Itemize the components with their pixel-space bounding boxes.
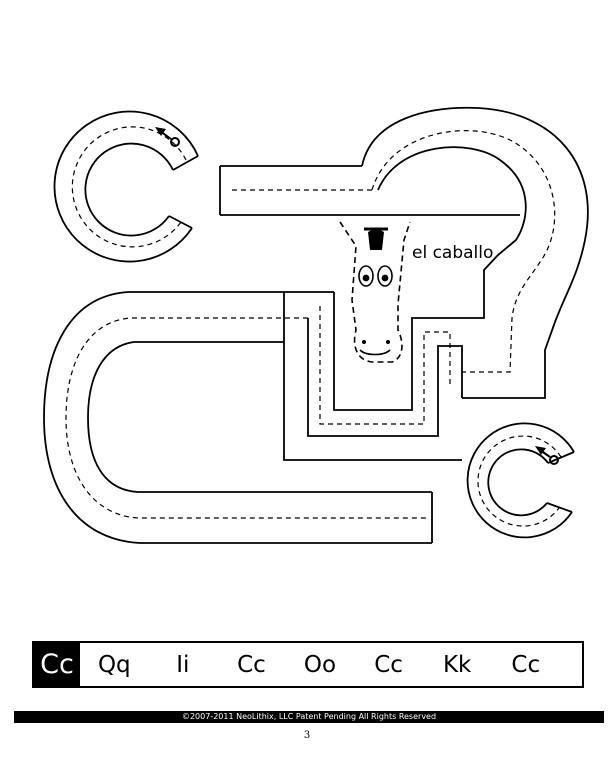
letter-c-track-top bbox=[53, 110, 199, 263]
strip-letter: Kk bbox=[442, 651, 472, 678]
page-number: 3 bbox=[303, 730, 311, 741]
copyright-footer: ©2007-2011 NeoLithix, LLC Patent Pending… bbox=[14, 711, 604, 723]
horse-box-track bbox=[283, 292, 463, 461]
letter-strip: Cc Qq Ii Cc Oo Cc Kk Cc bbox=[32, 641, 584, 688]
connector-track bbox=[219, 165, 520, 216]
right-loop-track bbox=[361, 106, 589, 399]
strip-letter: Cc bbox=[374, 651, 403, 678]
strip-letter: Cc bbox=[511, 651, 541, 678]
strip-letter: Ii bbox=[176, 651, 190, 678]
strip-lead-letter: Cc bbox=[34, 643, 80, 686]
letter-c-track-bottom bbox=[466, 422, 575, 539]
strip-letter: Cc bbox=[237, 651, 266, 678]
start-arrow-icon bbox=[155, 127, 180, 147]
strip-end-cell bbox=[560, 643, 582, 686]
strip-letter: Oo bbox=[303, 651, 337, 678]
horse-caption: el caballo bbox=[412, 243, 493, 263]
horse-face-icon bbox=[339, 221, 411, 363]
start-arrow-icon bbox=[535, 446, 559, 465]
strip-letter: Qq bbox=[97, 651, 131, 678]
left-loop-track bbox=[43, 291, 433, 544]
